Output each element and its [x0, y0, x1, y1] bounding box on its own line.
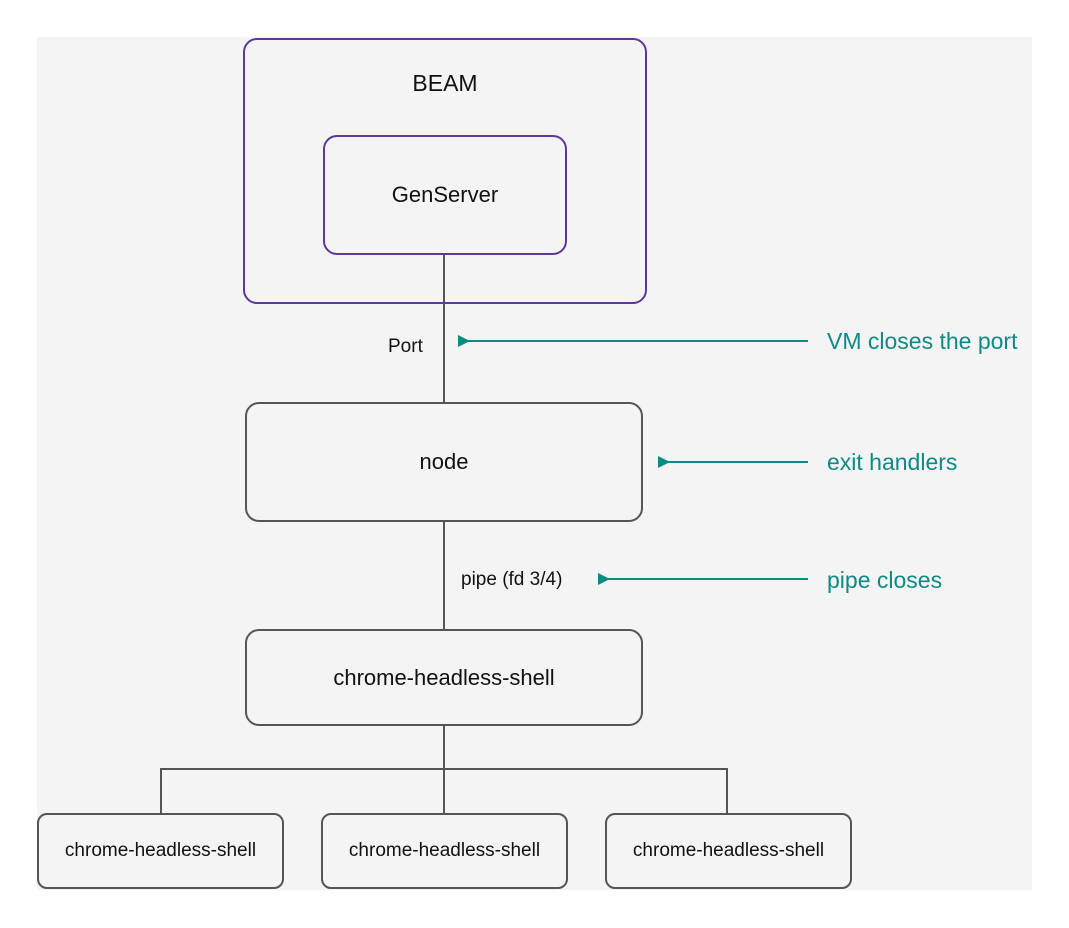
chrome-child-label: chrome-headless-shell	[632, 840, 825, 861]
port-label: Port	[388, 336, 423, 357]
node-label: node	[419, 449, 469, 474]
chrome-child-label: chrome-headless-shell	[64, 840, 257, 861]
node-box: node	[245, 402, 643, 522]
genserver-box: GenServer	[323, 135, 567, 255]
pipe-closes-note: pipe closes	[827, 567, 943, 593]
chrome-child-label: chrome-headless-shell	[348, 840, 541, 861]
diagram-background-panel	[37, 37, 1032, 890]
chrome-child-box: chrome-headless-shell	[605, 813, 852, 889]
chrome-main-box: chrome-headless-shell	[245, 629, 643, 726]
chrome-child-box: chrome-headless-shell	[37, 813, 284, 889]
beam-box: BEAM	[243, 38, 647, 304]
beam-label: BEAM	[412, 70, 478, 96]
genserver-label: GenServer	[391, 182, 499, 207]
pipe-label: pipe (fd 3/4)	[461, 569, 563, 590]
vm-closes-port-note: VM closes the port	[827, 328, 1018, 354]
exit-handlers-note: exit handlers	[827, 449, 958, 475]
chrome-main-label: chrome-headless-shell	[333, 664, 555, 690]
chrome-child-box: chrome-headless-shell	[321, 813, 568, 889]
